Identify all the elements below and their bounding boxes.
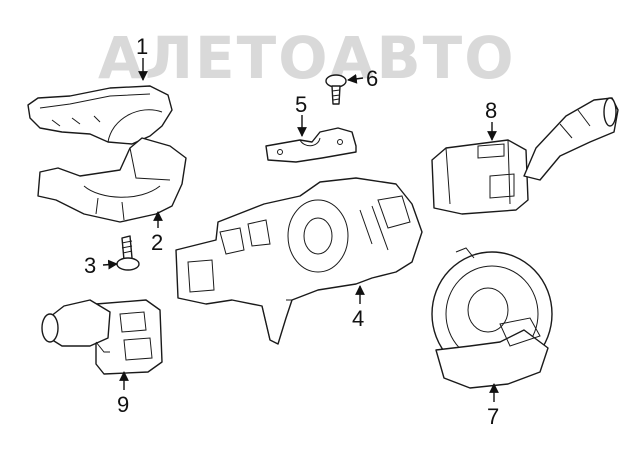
part-1-upper-shroud bbox=[27, 85, 173, 145]
callout-8: 8 bbox=[485, 98, 497, 123]
leader-3 bbox=[102, 259, 118, 270]
callout-4: 4 bbox=[352, 306, 364, 331]
part-7-clock-spring bbox=[431, 247, 553, 389]
callout-2: 2 bbox=[151, 230, 163, 255]
callout-6: 6 bbox=[366, 66, 378, 91]
leader-6 bbox=[347, 73, 364, 84]
watermark-logo: АЛЕТОАВТО bbox=[98, 24, 516, 92]
callout-7: 7 bbox=[487, 404, 499, 429]
callout-9: 9 bbox=[117, 392, 129, 417]
leader-lines bbox=[102, 58, 499, 402]
part-6-screw bbox=[325, 74, 347, 105]
callout-1: 1 bbox=[136, 34, 148, 59]
callout-3: 3 bbox=[84, 253, 96, 278]
part-2-lower-shroud bbox=[37, 137, 187, 223]
part-9-turn-signal-switch bbox=[41, 299, 163, 375]
part-5-bracket bbox=[265, 127, 357, 163]
part-4-column-housing bbox=[175, 177, 423, 345]
callout-5: 5 bbox=[295, 92, 307, 117]
watermark-text: АЛЕТОАВТО bbox=[98, 24, 516, 92]
part-8-wiper-switch bbox=[431, 97, 619, 215]
part-3-screw bbox=[116, 235, 140, 271]
callout-numbers: 1 2 3 4 5 6 7 8 9 bbox=[84, 34, 499, 429]
